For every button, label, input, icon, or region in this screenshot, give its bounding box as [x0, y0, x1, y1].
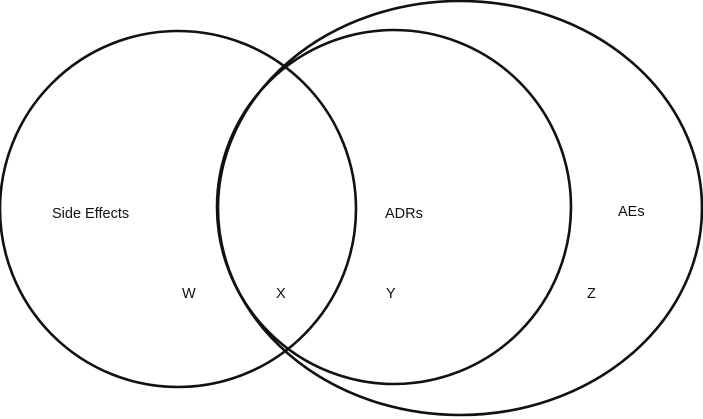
side-effects-circle — [0, 29, 358, 389]
region-y-label: Y — [386, 286, 396, 302]
aes-label: AEs — [618, 204, 645, 220]
adrs-label: ADRs — [385, 206, 423, 222]
region-z-label: Z — [587, 286, 596, 302]
region-w-label: W — [182, 286, 196, 302]
adrs-ellipse — [215, 28, 573, 386]
region-x-label: X — [276, 286, 286, 302]
side-effects-label: Side Effects — [52, 206, 129, 222]
